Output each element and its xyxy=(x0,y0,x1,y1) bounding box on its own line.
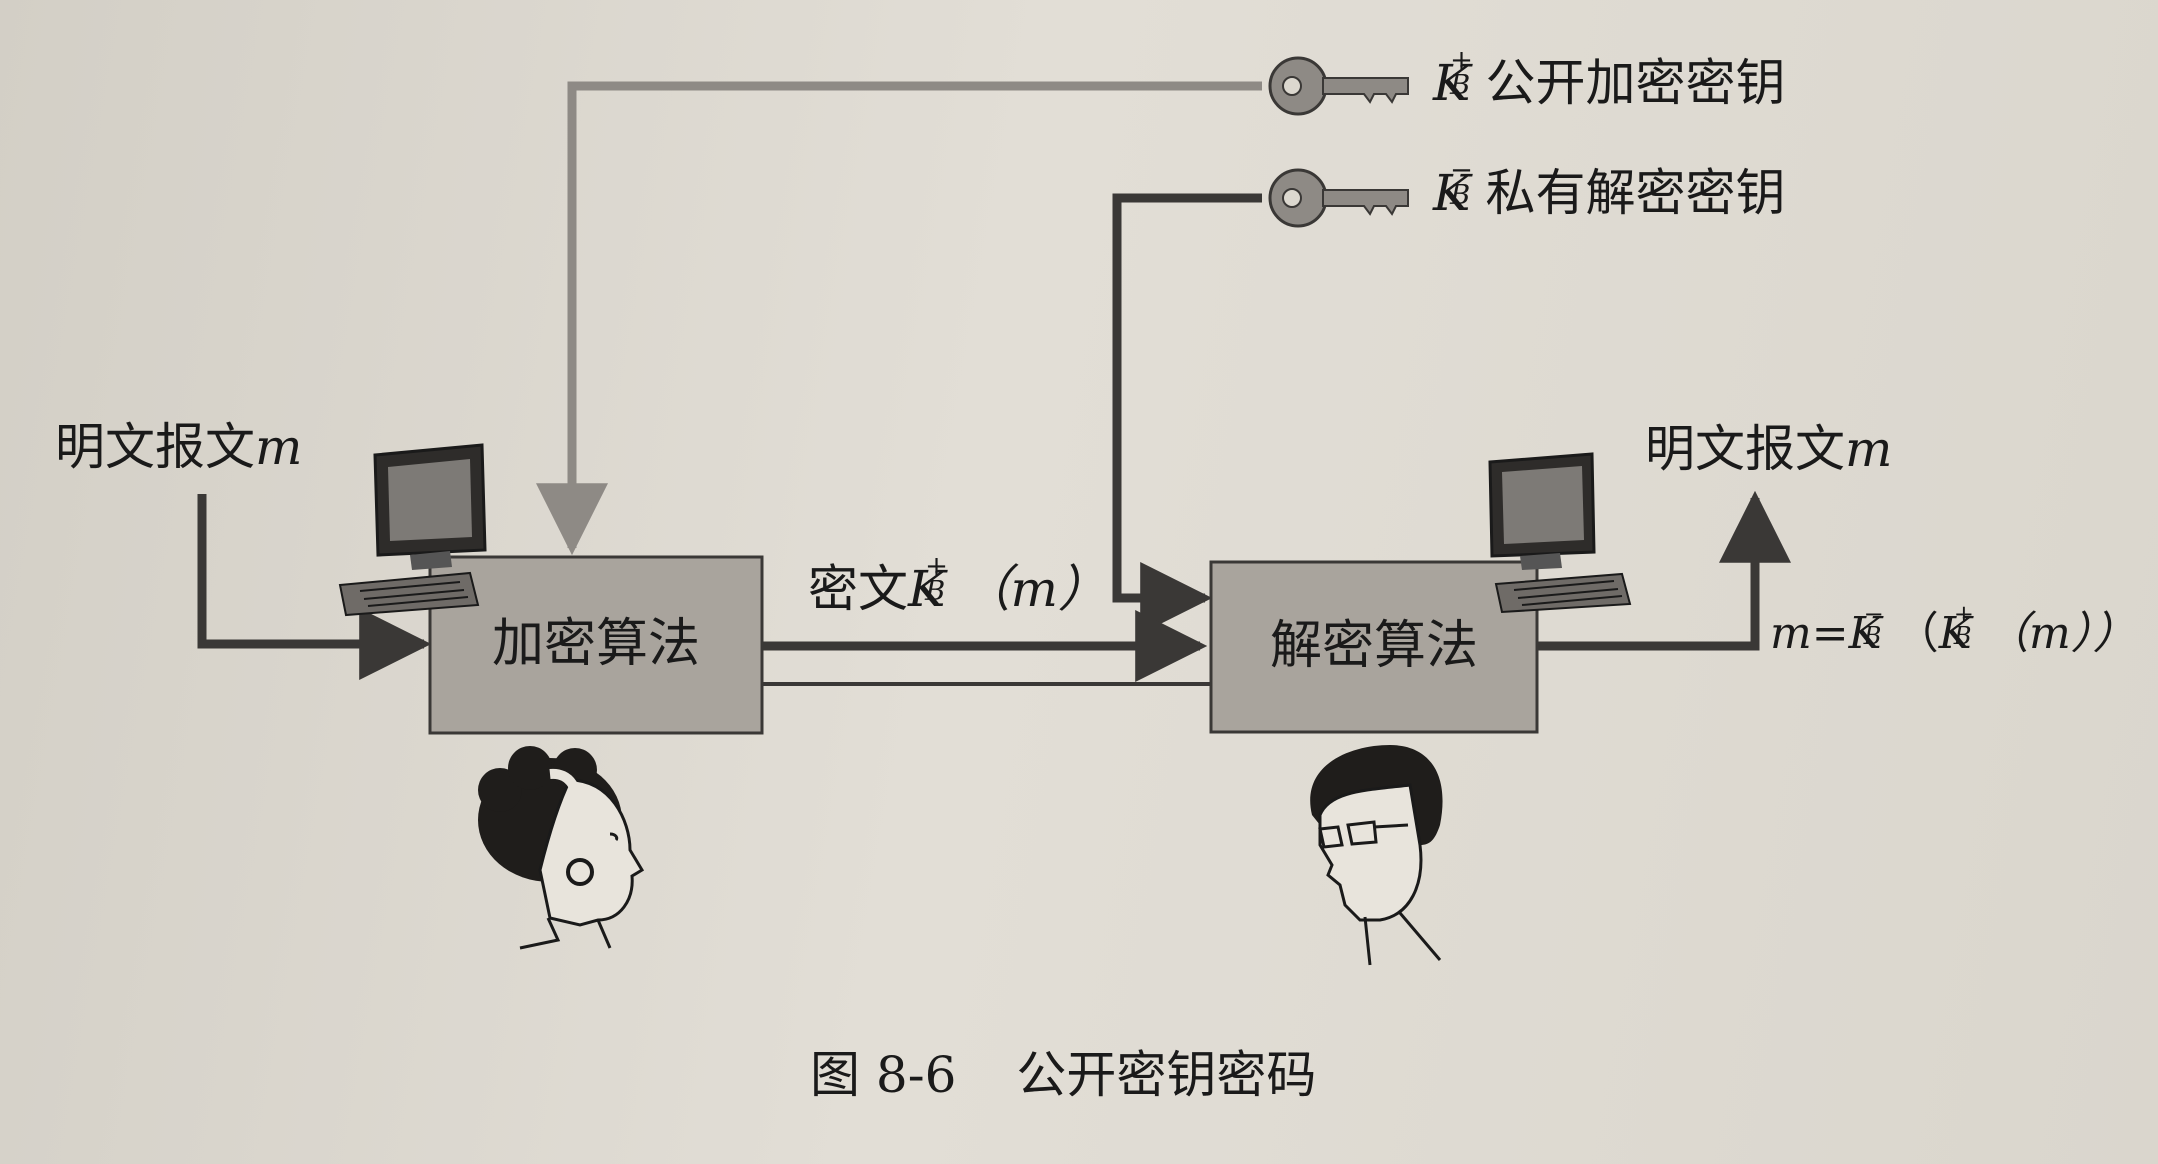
computer-icon xyxy=(1488,452,1632,614)
plaintext-in-label: 明文报文m xyxy=(55,418,303,476)
decrypt-box-label: 解密算法 xyxy=(1269,616,1478,676)
private-key-arrow xyxy=(1112,193,1262,634)
plaintext-in-arrow xyxy=(197,494,432,680)
decrypt-box xyxy=(1209,560,1539,734)
plaintext-out-label: 明文报文m xyxy=(1645,420,1893,478)
encrypt-box xyxy=(428,555,764,735)
computer-icon xyxy=(338,443,487,617)
figure-number: 图 8-6 xyxy=(810,1046,957,1104)
ciphertext-label: 密文K+B（m） xyxy=(808,550,1108,618)
key-icon xyxy=(1268,56,1409,116)
avatar xyxy=(1310,745,1443,966)
plaintext-out-arrow xyxy=(1537,490,1791,651)
avatar xyxy=(478,746,645,950)
key-icon xyxy=(1268,168,1409,228)
encrypt-box-label: 加密算法 xyxy=(491,614,700,674)
public-key-arrow xyxy=(536,81,1262,556)
output-formula: m=K−B（K+B（m）） xyxy=(1770,599,2137,659)
figure-title: 公开密钥密码 xyxy=(1016,1046,1317,1104)
